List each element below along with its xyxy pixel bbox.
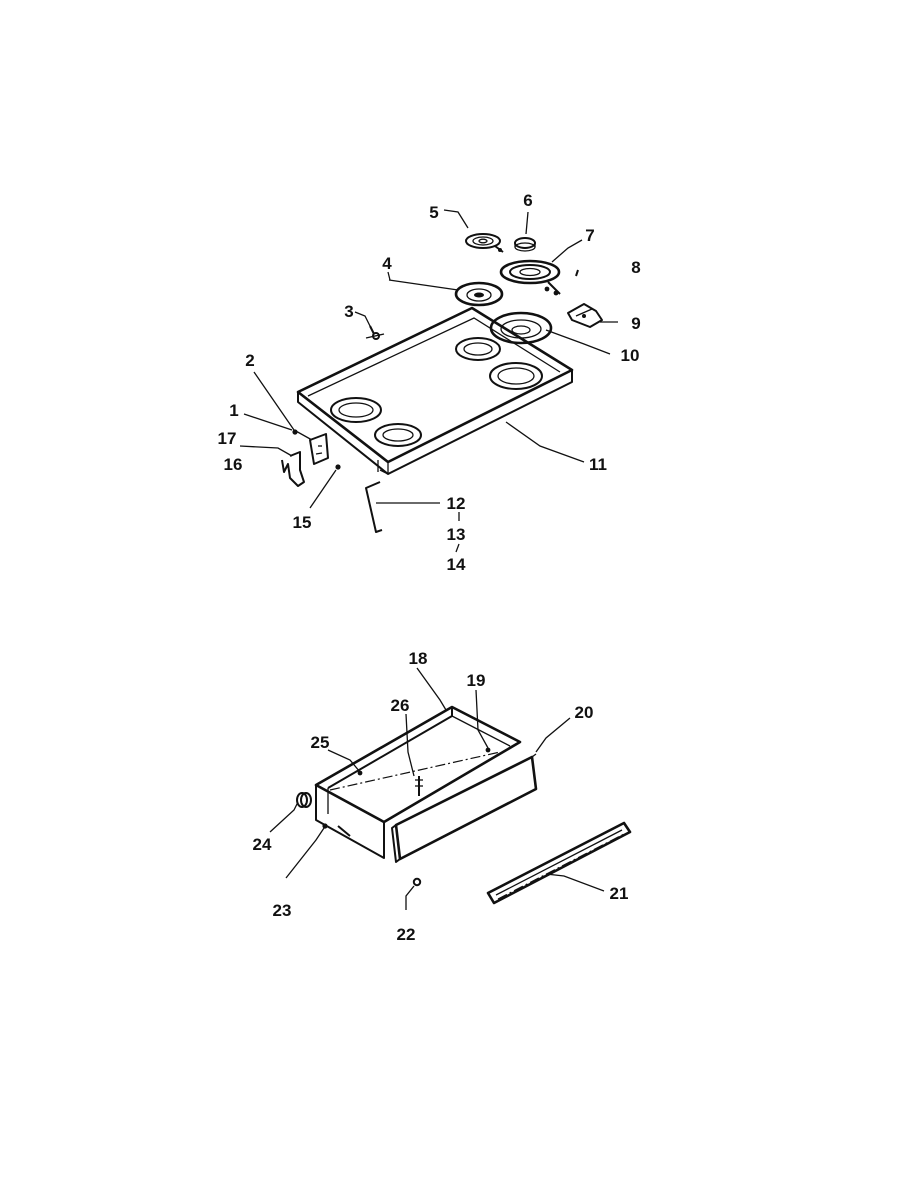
- drawer-rivet: [322, 823, 328, 829]
- callout-26: 26: [391, 696, 410, 715]
- element-cap: [514, 237, 536, 252]
- mounting-screw: [335, 464, 341, 470]
- callout-labels: 1 2 3 4 5 6 7 8 9 10 11 12 13 14 15 16 1…: [218, 191, 641, 944]
- callout-12: 12: [447, 494, 466, 513]
- large-surface-element: [499, 259, 561, 296]
- cooktop-assembly: [281, 233, 603, 533]
- drawer-front-panel: [391, 753, 538, 863]
- callout-6: 6: [523, 191, 532, 210]
- drawer-screw: [405, 877, 422, 910]
- callout-25: 25: [311, 733, 330, 752]
- small-surface-element: [465, 233, 504, 253]
- callout-19: 19: [467, 671, 486, 690]
- leader-lines: [239, 209, 618, 892]
- pin: [575, 269, 579, 277]
- callout-23: 23: [273, 901, 292, 920]
- support-rod: [365, 481, 383, 533]
- callout-3: 3: [344, 302, 353, 321]
- callout-11: 11: [589, 455, 607, 474]
- large-drip-bowl: [489, 311, 553, 345]
- bracket-right: [309, 433, 329, 465]
- callout-9: 9: [631, 314, 640, 333]
- callout-21: 21: [610, 884, 629, 903]
- callout-13: 13: [447, 525, 466, 544]
- callout-8: 8: [631, 258, 640, 277]
- callout-22: 22: [397, 925, 416, 944]
- drawer-stop-clip: [415, 776, 423, 796]
- bracket-left: [281, 451, 305, 487]
- terminal-block: [567, 303, 603, 328]
- callout-17: 17: [218, 429, 237, 448]
- callout-2: 2: [245, 351, 254, 370]
- callout-18: 18: [409, 649, 428, 668]
- drawer-assembly: [296, 705, 632, 910]
- callout-14: 14: [447, 555, 466, 574]
- callout-20: 20: [575, 703, 594, 722]
- callout-7: 7: [585, 226, 594, 245]
- drawer-roller: [296, 792, 312, 808]
- callout-5: 5: [429, 203, 438, 222]
- callout-10: 10: [621, 346, 640, 365]
- callout-16: 16: [224, 455, 243, 474]
- callout-4: 4: [382, 254, 392, 273]
- cooktop-panel: [296, 306, 574, 475]
- screw: [365, 325, 385, 340]
- callout-24: 24: [253, 835, 272, 854]
- small-drip-bowl: [454, 281, 504, 307]
- callout-1: 1: [229, 401, 238, 420]
- drawer-glide: [486, 821, 632, 905]
- callout-15: 15: [293, 513, 312, 532]
